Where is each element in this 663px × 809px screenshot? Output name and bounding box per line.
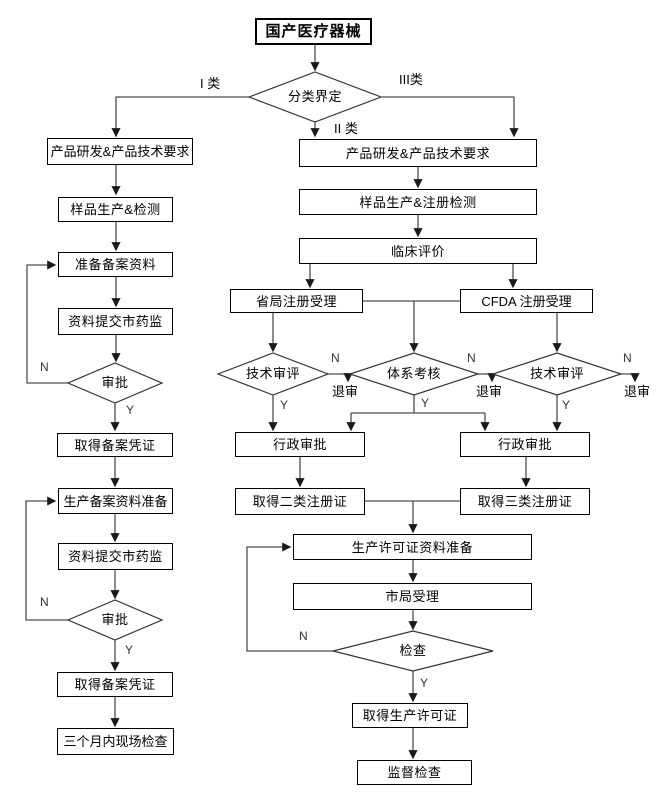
node-sample-test-left: 样品生产&检测	[58, 197, 173, 222]
node-prepare-filing-docs: 准备备案资料	[58, 252, 173, 277]
decision-shape-group	[66, 71, 623, 672]
node-production-license-prep: 生产许可证资料准备	[293, 534, 532, 560]
node-class3-cert: 取得三类注册证	[460, 488, 590, 515]
label-class2: II 类	[334, 121, 358, 136]
node-sample-registration-test: 样品生产&注册检测	[299, 189, 537, 215]
node-city-bureau-acceptance: 市局受理	[293, 583, 532, 610]
connector-reject	[478, 373, 497, 383]
node-product-dev-left: 产品研发&产品技术要求	[47, 138, 193, 165]
label-reject-1: 退审	[332, 384, 359, 399]
node-submit-city-fda-1: 资料提交市药监	[58, 308, 173, 335]
label-no-system-audit: N	[467, 351, 476, 365]
node-class2-cert: 取得二类注册证	[235, 488, 365, 515]
node-start: 国产医疗器械	[255, 18, 372, 45]
label-yes-tech-review-right: Y	[562, 398, 571, 412]
connector-loop	[246, 542, 333, 652]
decision-diamond-tech-review-left	[216, 352, 330, 396]
decision-tech-review-left-label: 技术审评	[245, 366, 300, 381]
connector	[351, 395, 485, 414]
decision-tech-review-right-label: 技术审评	[529, 366, 584, 381]
label-no-tech-review-left: N	[331, 351, 340, 365]
label-no-approval-2: N	[40, 595, 49, 609]
label-reject-2: 退审	[476, 384, 503, 399]
decision-diamond-tech-review-right	[491, 352, 623, 396]
label-yes-approval-1: Y	[126, 403, 135, 417]
node-onsite-inspection-3months: 三个月内现场检查	[57, 728, 174, 755]
node-submit-city-fda-2: 资料提交市药监	[58, 543, 173, 570]
node-production-filing-prep: 生产备案资料准备	[58, 488, 173, 514]
node-provincial-acceptance: 省局注册受理	[230, 289, 363, 313]
decision-diamond-classify	[247, 71, 383, 123]
node-admin-approval-right: 行政审批	[460, 432, 590, 457]
label-yes-tech-review-left: Y	[280, 398, 289, 412]
decision-diamond-approval-1	[66, 362, 164, 404]
decision-approval-2-label: 审批	[101, 612, 129, 627]
decision-system-audit-label: 体系考核	[386, 366, 441, 381]
node-supervision-inspection: 监督检查	[357, 760, 472, 785]
label-yes-system-audit: Y	[421, 396, 430, 410]
label-reject-3: 退审	[624, 384, 651, 399]
label-class1: I 类	[200, 76, 221, 91]
label-yes-approval-2: Y	[125, 643, 134, 657]
label-no-inspection: N	[299, 629, 308, 643]
decision-inspection-label: 检查	[399, 643, 427, 658]
connector-reject	[328, 373, 353, 383]
node-admin-approval-left: 行政审批	[235, 432, 365, 457]
label-yes-inspection: Y	[420, 676, 429, 690]
decision-diamond-inspection	[332, 630, 494, 672]
decision-diamond-approval-2	[66, 599, 164, 641]
node-obtain-filing-cert-1: 取得备案凭证	[57, 433, 173, 457]
decision-diamond-system-audit	[348, 352, 480, 396]
connector	[111, 96, 249, 138]
label-no-approval-1: N	[40, 360, 49, 374]
label-no-tech-review-right: N	[623, 351, 632, 365]
connector-reject	[621, 373, 640, 383]
decision-approval-1-label: 审批	[101, 375, 129, 390]
connector-loop	[26, 260, 68, 384]
connector-loop	[25, 496, 68, 621]
node-cfda-acceptance: CFDA 注册受理	[460, 289, 593, 313]
node-clinical-evaluation: 临床评价	[299, 238, 537, 264]
label-class3: III类	[399, 72, 423, 87]
connector-group	[25, 45, 640, 760]
decision-classify-label: 分类界定	[287, 89, 342, 104]
node-product-dev-mid: 产品研发&产品技术要求	[299, 139, 537, 167]
node-obtain-production-license: 取得生产许可证	[352, 703, 468, 728]
connector	[382, 96, 519, 138]
node-obtain-filing-cert-2: 取得备案凭证	[57, 672, 173, 697]
